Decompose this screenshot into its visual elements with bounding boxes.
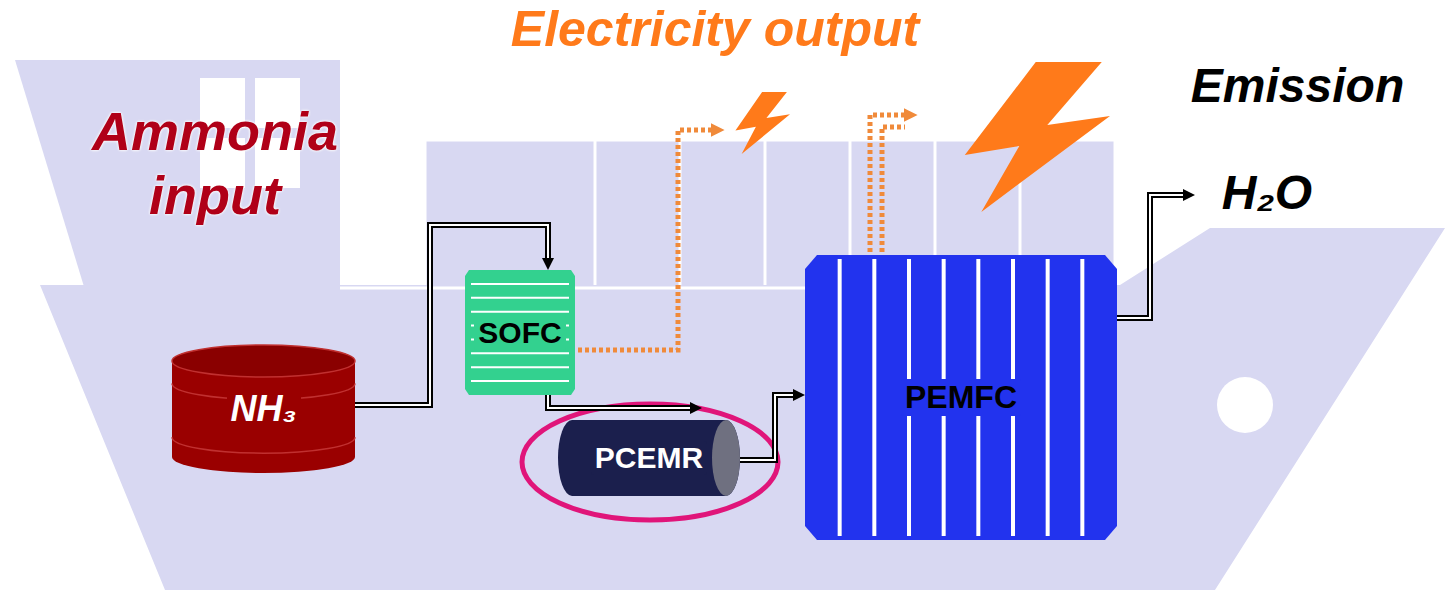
ship-hull (40, 228, 1445, 590)
stack-body (465, 270, 575, 395)
flow-connector (740, 395, 793, 460)
power-line (882, 127, 905, 252)
cell-stripe (1080, 259, 1084, 536)
node-title: NH₃ (227, 388, 301, 430)
emission-arrow-outer (1117, 195, 1183, 318)
cell-stripe (471, 352, 569, 354)
pemfc-stack: PEMFC (805, 255, 1117, 540)
product-label: H₂O (1192, 165, 1342, 222)
lightning-bolt (965, 62, 1110, 212)
cell-stripe (872, 259, 876, 536)
flow-connector (548, 395, 690, 408)
pcemr-reactor: PCEMR (558, 420, 740, 496)
cell-stripe (471, 380, 569, 382)
output-label: Electricity output (385, 0, 1045, 59)
node-title: PEMFC (901, 379, 1021, 416)
input-label: Ammonia input (50, 100, 380, 227)
power-line (578, 130, 712, 350)
cell-stripe (1046, 259, 1050, 536)
cylinder-body (558, 420, 740, 496)
sofc-stack: SOFC (465, 270, 575, 395)
cell-stripe (471, 311, 569, 313)
stack-body (805, 255, 1117, 540)
cylinder-end (712, 420, 740, 496)
connector-outer (548, 395, 690, 408)
cell-stripe (471, 297, 569, 299)
power-line (870, 115, 905, 252)
node-title: SOFC (474, 316, 565, 350)
cell-stripe (838, 259, 842, 536)
cylinder-body (172, 345, 355, 473)
highlight-ellipse (522, 404, 778, 520)
porthole (1217, 377, 1273, 433)
cylinder-top (172, 345, 355, 377)
cell-stripe (471, 366, 569, 368)
emission-label: Emission (1150, 58, 1445, 115)
node-title: PCEMR (591, 441, 707, 475)
ammonia-tank: NH₃ (172, 345, 355, 473)
connector-outer (740, 395, 793, 460)
connector-inner (740, 395, 793, 460)
cell-stripe (471, 283, 569, 285)
connector-inner (548, 395, 690, 408)
lightning-bolt (735, 92, 790, 154)
cylinder-band (172, 437, 355, 453)
emission-arrow-inner (1117, 195, 1183, 318)
